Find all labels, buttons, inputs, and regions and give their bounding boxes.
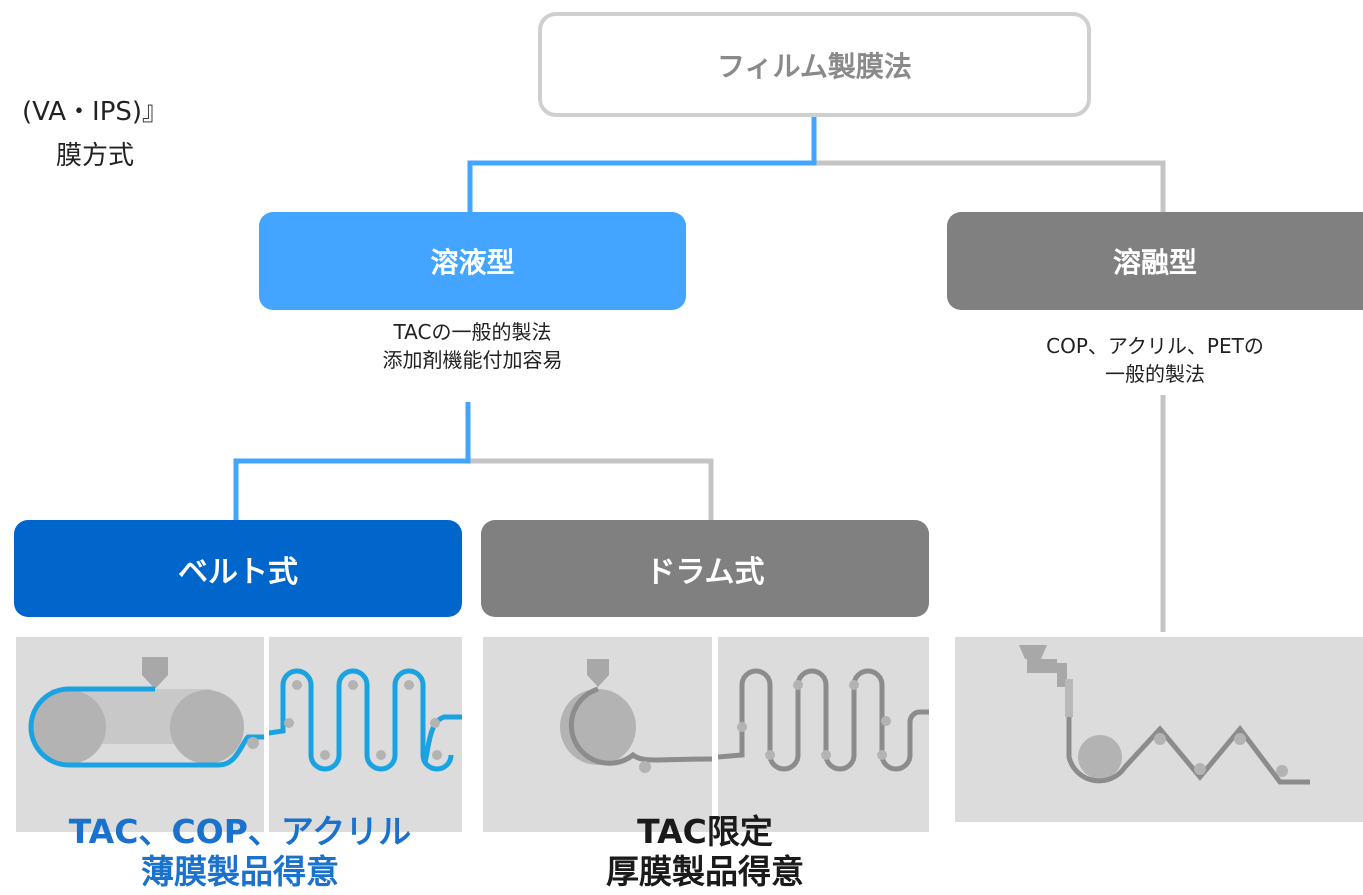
melt-type-description: COP、アクリル、PETの 一般的製法 xyxy=(960,332,1350,388)
drum-result-line-2: 厚膜製品得意 xyxy=(606,852,804,891)
connector-solution-to-drum xyxy=(468,458,714,520)
cropped-caption: (VA・IPS)』 膜方式 xyxy=(0,90,200,178)
solution-type-description: TACの一般的製法 添加剤機能付加容易 xyxy=(300,318,645,374)
melt-extrusion-illustration xyxy=(955,637,1363,822)
melt-desc-line-1: COP、アクリル、PETの xyxy=(1046,334,1264,358)
melt-desc-line-2: 一般的製法 xyxy=(1105,362,1205,386)
connector-solution-to-belt xyxy=(233,402,471,520)
root-node-film-process: フィルム製膜法 xyxy=(538,12,1091,117)
belt-casting-illustration xyxy=(16,637,264,832)
node-melt-type: 溶融型 xyxy=(947,212,1363,310)
caption-line-2: 膜方式 xyxy=(56,141,135,171)
drum-result-line-1: TAC限定 xyxy=(637,812,773,851)
belt-result-line-2: 薄膜製品得意 xyxy=(141,852,339,891)
connector-root-to-melt xyxy=(814,160,1166,212)
belt-result-line-1: TAC、COP、アクリル xyxy=(68,812,412,851)
drum-type-result: TAC限定 厚膜製品得意 xyxy=(505,812,905,892)
solution-desc-line-2: 添加剤機能付加容易 xyxy=(382,348,563,372)
belt-drying-illustration xyxy=(269,637,462,832)
node-drum-type: ドラム式 xyxy=(481,520,929,617)
drum-casting-illustration xyxy=(483,637,712,832)
caption-line-1: (VA・IPS)』 xyxy=(22,97,169,127)
drum-drying-illustration xyxy=(718,637,929,832)
connector-root-to-solution xyxy=(467,117,817,212)
node-solution-type: 溶液型 xyxy=(259,212,686,310)
belt-type-result: TAC、COP、アクリル 薄膜製品得意 xyxy=(40,812,440,892)
node-belt-type: ベルト式 xyxy=(14,520,462,617)
solution-desc-line-1: TACの一般的製法 xyxy=(393,320,552,344)
